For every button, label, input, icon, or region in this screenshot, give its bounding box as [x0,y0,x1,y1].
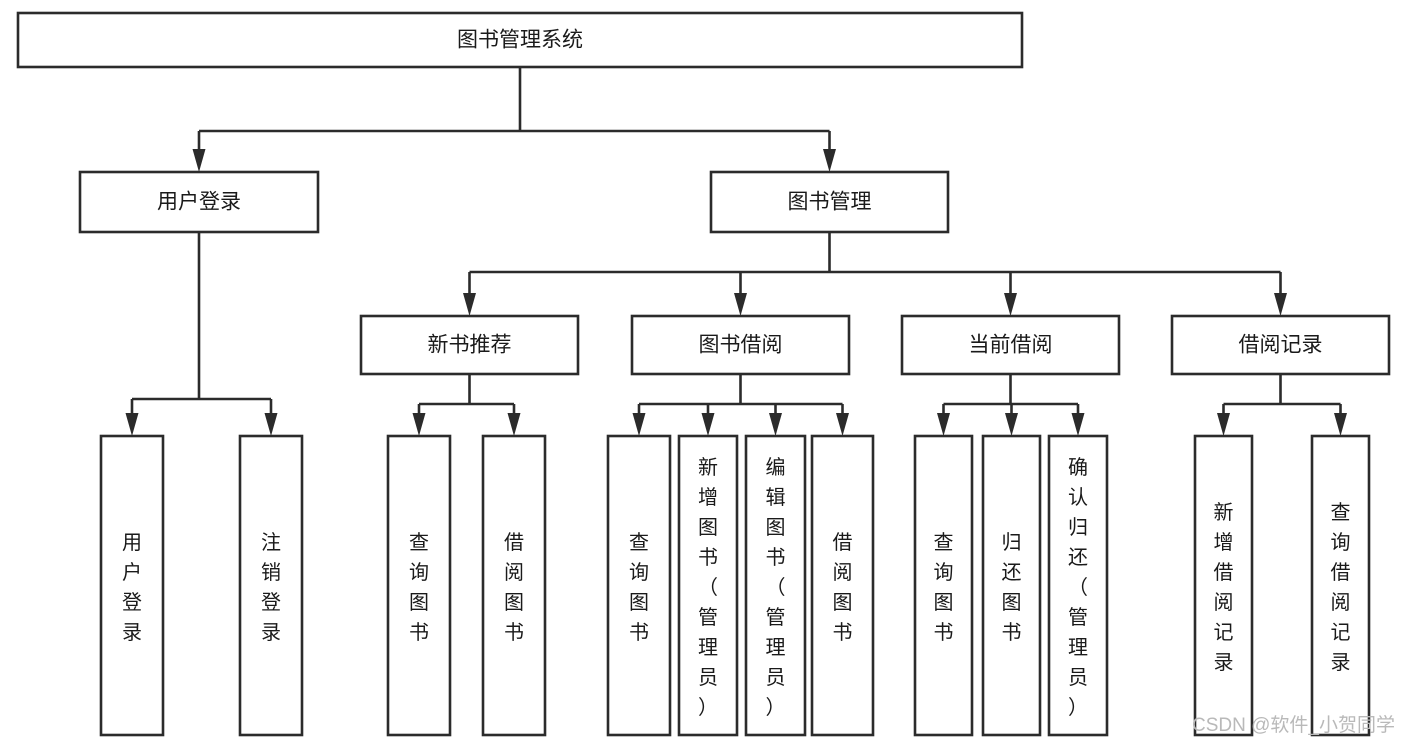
node-leaf_borrow_book_2[interactable]: 借阅图书 [810,434,875,737]
node-leaf_edit_book_admin[interactable]: 编辑图书（管理员） [744,434,807,737]
node-label-leaf_borrow_book_1: 借阅图书 [504,531,524,644]
connector-group-root [192,67,836,172]
node-label-new_book_rec: 新书推荐 [428,334,512,357]
node-book_manage[interactable]: 图书管理 [709,170,950,234]
node-box-leaf_query_book_2[interactable] [606,434,672,737]
node-leaf_query_book_2[interactable]: 查询图书 [606,434,672,737]
arrow-icon-new_book_rec [463,293,476,316]
node-label-book_borrow: 图书借阅 [699,334,783,357]
node-box-leaf_query_book_1[interactable] [386,434,452,737]
connector-group-book_borrow [632,374,849,436]
node-new_book_rec[interactable]: 新书推荐 [359,314,580,376]
arrow-icon-borrow_record [1274,293,1287,316]
watermark-label: CSDN @软件_小贺同学 [1192,714,1395,736]
arrow-icon-book_borrow [734,293,747,316]
node-label-leaf_query_book_1: 查询图书 [409,531,429,644]
node-box-borrow_record[interactable] [1170,314,1391,376]
connector-group-current_borrow [937,374,1085,436]
node-box-leaf_query_book_3[interactable] [913,434,974,737]
node-label-leaf_query_record: 查询借阅记录 [1331,501,1351,674]
connector-group-new_book_rec [412,374,521,436]
node-user_login[interactable]: 用户登录 [78,170,320,234]
node-borrow_record[interactable]: 借阅记录 [1170,314,1391,376]
node-box-leaf_add_record[interactable] [1193,434,1254,737]
connector-group-book_manage [463,232,1287,316]
node-leaf_logout[interactable]: 注销登录 [238,434,304,737]
node-box-book_borrow[interactable] [630,314,851,376]
node-label-current_borrow: 当前借阅 [969,334,1053,357]
node-root[interactable]: 图书管理系统 [16,11,1024,69]
node-box-root[interactable] [16,11,1024,69]
node-label-user_login: 用户登录 [157,191,241,214]
node-layer: 图书管理系统用户登录图书管理新书推荐图书借阅当前借阅借阅记录用户登录注销登录查询… [16,11,1391,737]
node-label-leaf_edit_book_admin: 编辑图书（管理员） [766,456,786,719]
node-leaf_query_book_1[interactable]: 查询图书 [386,434,452,737]
node-box-leaf_edit_book_admin[interactable] [744,434,807,737]
node-label-leaf_user_login: 用户登录 [122,532,142,644]
node-label-leaf_add_record: 新增借阅记录 [1214,501,1234,674]
node-label-book_manage: 图书管理 [788,191,872,214]
node-box-leaf_borrow_book_2[interactable] [810,434,875,737]
node-leaf_confirm_return_admin[interactable]: 确认归还（管理员） [1047,434,1109,737]
node-leaf_borrow_book_1[interactable]: 借阅图书 [481,434,547,737]
arrow-icon-leaf_return_book [1005,413,1018,436]
node-box-leaf_query_record[interactable] [1310,434,1371,737]
arrow-icon-leaf_borrow_book_1 [507,413,521,436]
node-label-leaf_query_book_2: 查询图书 [629,531,649,644]
arrow-icon-leaf_user_login [125,413,139,436]
node-box-current_borrow[interactable] [900,314,1121,376]
watermark: CSDN @软件_小贺同学 [1192,714,1395,736]
node-label-root: 图书管理系统 [457,29,583,52]
node-box-new_book_rec[interactable] [359,314,580,376]
node-box-user_login[interactable] [78,170,320,234]
node-box-leaf_return_book[interactable] [981,434,1042,737]
connector-layer [125,67,1347,436]
arrow-icon-leaf_add_record [1217,413,1230,436]
node-label-leaf_add_book_admin: 新增图书（管理员） [698,456,718,719]
arrow-icon-leaf_logout [264,413,278,436]
arrow-icon-book_manage [823,149,836,172]
node-label-leaf_return_book: 归还图书 [1002,531,1022,644]
node-box-leaf_add_book_admin[interactable] [677,434,739,737]
arrow-icon-user_login [192,149,206,172]
node-label-leaf_confirm_return_admin: 确认归还（管理员） [1068,456,1088,719]
arrow-icon-leaf_borrow_book_2 [836,413,849,436]
node-leaf_user_login[interactable]: 用户登录 [99,434,165,737]
node-box-leaf_logout[interactable] [238,434,304,737]
node-label-borrow_record: 借阅记录 [1239,334,1323,357]
node-leaf_query_book_3[interactable]: 查询图书 [913,434,974,737]
node-box-leaf_confirm_return_admin[interactable] [1047,434,1109,737]
arrow-icon-leaf_add_book_admin [701,413,715,436]
node-label-leaf_borrow_book_2: 借阅图书 [833,531,853,644]
node-leaf_return_book[interactable]: 归还图书 [981,434,1042,737]
node-label-leaf_logout: 注销登录 [261,531,281,644]
arrow-icon-leaf_confirm_return_admin [1071,413,1085,436]
arrow-icon-current_borrow [1004,293,1017,316]
node-box-book_manage[interactable] [709,170,950,234]
connector-group-user_login [125,232,278,436]
arrow-icon-leaf_query_book_1 [412,413,426,436]
node-box-leaf_user_login[interactable] [99,434,165,737]
arrow-icon-leaf_query_book_2 [632,413,646,436]
node-leaf_add_record[interactable]: 新增借阅记录 [1193,434,1254,737]
arrow-icon-leaf_edit_book_admin [769,413,782,436]
arrow-icon-leaf_query_book_3 [937,413,950,436]
node-leaf_add_book_admin[interactable]: 新增图书（管理员） [677,434,739,737]
connector-group-borrow_record [1217,374,1347,436]
node-box-leaf_borrow_book_1[interactable] [481,434,547,737]
node-book_borrow[interactable]: 图书借阅 [630,314,851,376]
arrow-icon-leaf_query_record [1334,413,1347,436]
node-leaf_query_record[interactable]: 查询借阅记录 [1310,434,1371,737]
node-label-leaf_query_book_3: 查询图书 [934,531,954,644]
node-current_borrow[interactable]: 当前借阅 [900,314,1121,376]
